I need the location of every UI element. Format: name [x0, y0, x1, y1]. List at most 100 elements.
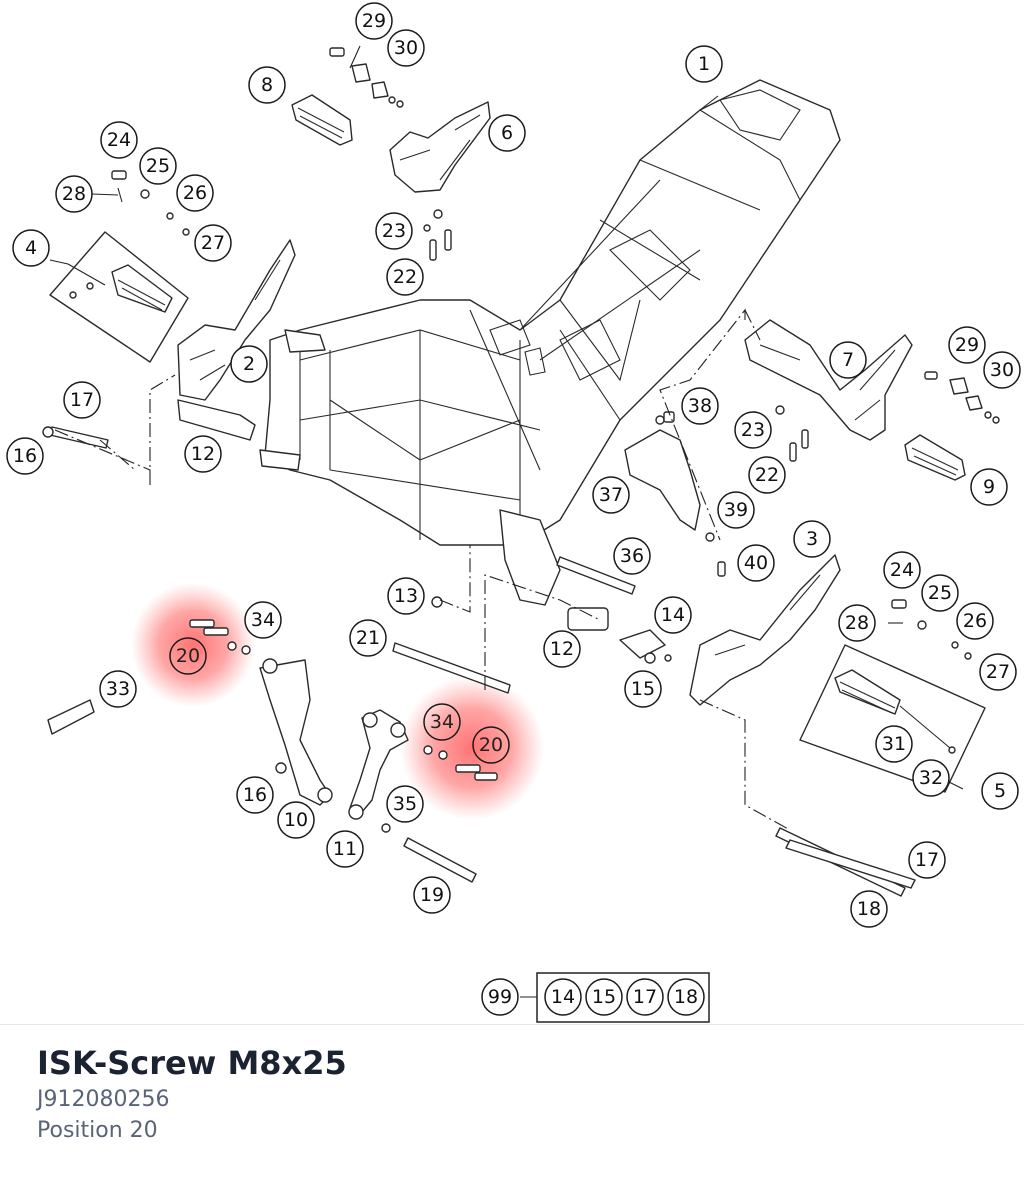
svg-text:36: 36 [620, 545, 644, 567]
kit-box [536, 972, 710, 1023]
svg-text:27: 27 [201, 232, 225, 254]
svg-text:12: 12 [191, 443, 215, 465]
highlight-glow [131, 583, 255, 707]
callout-25: 25 [921, 574, 959, 612]
callout-30: 30 [387, 29, 425, 67]
svg-text:11: 11 [333, 838, 357, 860]
svg-text:30: 30 [394, 37, 418, 59]
svg-text:34: 34 [430, 711, 454, 733]
callout-28: 28 [838, 604, 876, 642]
left-footpeg-kit [49, 231, 189, 363]
callout-24: 24 [883, 551, 921, 589]
svg-text:39: 39 [724, 499, 748, 521]
callout-30: 30 [983, 351, 1021, 389]
svg-text:8: 8 [261, 74, 273, 96]
callout-6: 6 [488, 114, 526, 152]
side-cover [624, 415, 726, 577]
callout-1: 1 [685, 45, 723, 83]
callout-19: 19 [413, 876, 451, 914]
svg-text:32: 32 [919, 767, 943, 789]
callout-21: 21 [349, 619, 387, 657]
part-title: ISK-Screw M8x25 [37, 1044, 347, 1082]
callout-kit-15: 15 [585, 978, 623, 1016]
callout-15: 15 [624, 670, 662, 708]
callout-34: 34 [244, 601, 282, 639]
svg-text:15: 15 [631, 678, 655, 700]
callout-17: 17 [908, 841, 946, 879]
svg-text:29: 29 [955, 334, 979, 356]
callout-34-highlighted: 34 [423, 703, 461, 741]
svg-text:16: 16 [13, 445, 37, 467]
callout-kit-99: 99 [481, 978, 519, 1016]
isk-screw-m8x25-left[interactable] [189, 619, 251, 655]
callout-9: 9 [970, 468, 1008, 506]
callout-29: 29 [355, 2, 393, 40]
callout-22: 22 [386, 258, 424, 296]
svg-text:1: 1 [698, 53, 710, 75]
svg-text:5: 5 [994, 780, 1006, 802]
svg-text:18: 18 [674, 986, 698, 1008]
part-caption: ISK-Screw M8x25 J912080256 Position 20 [37, 1042, 987, 1146]
svg-text:6: 6 [501, 122, 513, 144]
svg-text:40: 40 [744, 552, 768, 574]
svg-text:20: 20 [479, 734, 503, 756]
left-passenger-footrest [291, 47, 491, 261]
svg-text:14: 14 [661, 604, 685, 626]
callout-29: 29 [948, 326, 986, 364]
callout-23: 23 [734, 411, 772, 449]
callout-11: 11 [326, 830, 364, 868]
callout-16: 16 [6, 437, 44, 475]
isk-screw-m8x25-right[interactable] [423, 745, 498, 781]
highlight-glow [400, 676, 544, 820]
svg-text:23: 23 [741, 419, 765, 441]
part-number: J912080256 [37, 1087, 170, 1112]
callout-13: 13 [387, 577, 425, 615]
leader-lines [49, 45, 964, 998]
svg-text:23: 23 [382, 220, 406, 242]
svg-text:17: 17 [915, 849, 939, 871]
left-hardware [111, 170, 190, 236]
callout-20-highlighted[interactable]: 20 [472, 726, 510, 764]
callout-18: 18 [850, 890, 888, 928]
right-footpeg-kit [799, 599, 986, 793]
right-footrest-bracket [567, 554, 841, 706]
svg-text:18: 18 [857, 898, 881, 920]
svg-text:20: 20 [176, 645, 200, 667]
callout-10: 10 [277, 801, 315, 839]
svg-text:2: 2 [243, 353, 255, 375]
svg-text:7: 7 [842, 349, 854, 371]
svg-text:24: 24 [890, 559, 914, 581]
svg-text:28: 28 [62, 183, 86, 205]
svg-text:35: 35 [393, 793, 417, 815]
callout-17: 17 [63, 381, 101, 419]
svg-text:38: 38 [688, 395, 712, 417]
callout-27: 27 [979, 653, 1017, 691]
part-position: Position 20 [37, 1118, 158, 1143]
svg-text:26: 26 [183, 182, 207, 204]
svg-text:28: 28 [845, 612, 869, 634]
callout-kit-18: 18 [667, 978, 705, 1016]
svg-text:25: 25 [146, 155, 170, 177]
callout-22: 22 [748, 456, 786, 494]
svg-text:15: 15 [592, 986, 616, 1008]
callout-kit-17: 17 [626, 978, 664, 1016]
svg-text:13: 13 [394, 585, 418, 607]
callout-16: 16 [236, 776, 274, 814]
callout-12: 12 [543, 630, 581, 668]
svg-text:22: 22 [755, 464, 779, 486]
svg-text:21: 21 [356, 627, 380, 649]
callout-5: 5 [981, 772, 1019, 810]
callout-40: 40 [737, 544, 775, 582]
callout-35: 35 [386, 785, 424, 823]
callout-32: 32 [912, 759, 950, 797]
svg-text:17: 17 [70, 389, 94, 411]
svg-text:12: 12 [550, 638, 574, 660]
callout-kit-14: 14 [544, 978, 582, 1016]
svg-text:25: 25 [928, 582, 952, 604]
callout-2: 2 [230, 345, 268, 383]
svg-text:34: 34 [251, 609, 275, 631]
svg-text:37: 37 [599, 484, 623, 506]
assembly-centerlines [54, 308, 791, 831]
callout-20-highlighted[interactable]: 20 [169, 637, 207, 675]
main-frame [259, 79, 841, 606]
